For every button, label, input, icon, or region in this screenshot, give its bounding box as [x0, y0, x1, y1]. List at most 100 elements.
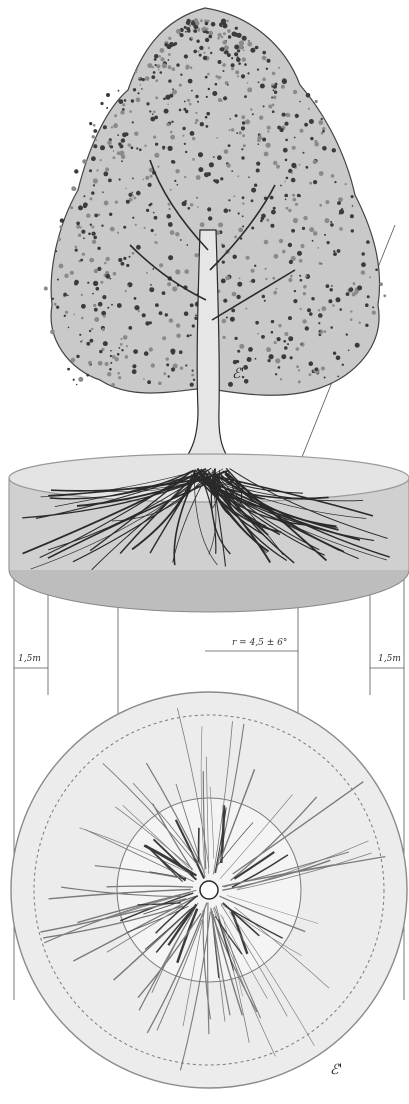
foliage-speck: [379, 282, 383, 286]
foliage-speck: [94, 308, 98, 312]
foliage-speck: [120, 343, 123, 346]
foliage-speck: [255, 321, 259, 325]
foliage-speck: [241, 74, 245, 78]
foliage-speck: [167, 104, 169, 106]
foliage-speck: [222, 244, 225, 247]
foliage-speck: [63, 293, 67, 297]
foliage-speck: [152, 113, 154, 115]
foliage-speck: [168, 203, 171, 206]
foliage-speck: [237, 282, 242, 287]
foliage-speck: [98, 361, 103, 366]
foliage-speck: [279, 128, 283, 132]
foliage-speck: [205, 22, 209, 26]
foliage-speck: [167, 282, 171, 286]
foliage-speck: [133, 197, 136, 200]
foliage-speck: [237, 350, 240, 353]
foliage-speck: [205, 116, 208, 119]
foliage-speck: [359, 322, 361, 324]
foliage-speck: [163, 372, 166, 375]
foliage-speck: [331, 174, 335, 178]
foliage-speck: [156, 242, 158, 244]
foliage-speck: [271, 97, 273, 99]
foliage-speck: [206, 96, 208, 98]
foliage-speck: [215, 179, 219, 183]
foliage-speck: [247, 72, 249, 74]
foliage-speck: [166, 214, 171, 219]
foliage-speck: [223, 70, 225, 72]
foliage-speck: [297, 194, 300, 197]
foliage-speck: [271, 320, 274, 323]
foliage-speck: [148, 183, 152, 187]
foliage-speck: [322, 127, 325, 130]
foliage-speck: [149, 204, 152, 207]
foliage-speck: [282, 113, 286, 117]
foliage-speck: [212, 91, 217, 96]
foliage-speck: [267, 59, 271, 63]
foliage-speck: [289, 260, 293, 264]
foliage-speck: [160, 71, 163, 74]
foliage-speck: [154, 54, 158, 58]
foliage-speck: [118, 99, 123, 104]
foliage-speck: [68, 327, 70, 329]
foliage-speck: [217, 155, 222, 160]
foliage-speck: [96, 169, 98, 171]
foliage-speck: [75, 249, 78, 252]
foliage-speck: [310, 137, 313, 140]
foliage-speck: [221, 279, 226, 284]
foliage-speck: [188, 79, 193, 84]
foliage-speck: [305, 326, 309, 330]
foliage-speck: [237, 56, 239, 58]
foliage-speck: [330, 221, 332, 223]
foliage-speck: [313, 180, 317, 184]
foliage-speck: [110, 350, 112, 352]
foliage-speck: [199, 46, 203, 50]
foliage-speck: [330, 288, 333, 291]
foliage-speck: [250, 48, 255, 53]
foliage-speck: [137, 92, 139, 94]
foliage-speck: [245, 119, 250, 124]
foliage-speck: [133, 349, 138, 354]
foliage-speck: [273, 161, 277, 165]
foliage-speck: [266, 347, 271, 352]
foliage-speck: [215, 83, 218, 86]
foliage-speck: [303, 292, 306, 295]
foliage-speck: [227, 84, 229, 86]
foliage-speck: [132, 121, 134, 123]
foliage-speck: [331, 285, 333, 287]
foliage-speck: [107, 307, 109, 309]
foliage-speck: [93, 178, 98, 183]
foliage-speck: [82, 159, 87, 164]
foliage-speck: [132, 192, 134, 194]
foliage-speck: [296, 365, 299, 368]
foliage-speck: [70, 206, 73, 209]
foliage-speck: [365, 303, 369, 307]
foliage-speck: [361, 270, 365, 274]
foliage-speck: [220, 48, 223, 51]
foliage-speck: [143, 378, 145, 380]
foliage-speck: [275, 373, 277, 375]
foliage-speck: [228, 35, 231, 38]
foliage-speck: [383, 294, 386, 297]
foliage-speck: [307, 308, 311, 312]
foliage-speck: [73, 187, 77, 191]
foliage-speck: [324, 377, 326, 379]
foliage-speck: [291, 229, 295, 233]
foliage-speck: [149, 287, 154, 292]
foliage-speck: [184, 101, 186, 103]
foliage-speck: [291, 178, 296, 183]
foliage-speck: [122, 103, 125, 106]
foliage-speck: [198, 167, 203, 172]
foliage-speck: [44, 287, 48, 291]
foliage-speck: [100, 281, 103, 284]
foliage-speck: [184, 269, 189, 274]
foliage-speck: [285, 199, 287, 201]
foliage-speck: [89, 330, 91, 332]
foliage-speck: [81, 340, 83, 342]
foliage-speck: [236, 57, 241, 62]
foliage-speck: [144, 351, 149, 356]
foliage-speck: [150, 284, 152, 286]
foliage-speck: [209, 35, 213, 39]
foliage-speck: [152, 268, 154, 270]
foliage-speck: [309, 227, 314, 232]
